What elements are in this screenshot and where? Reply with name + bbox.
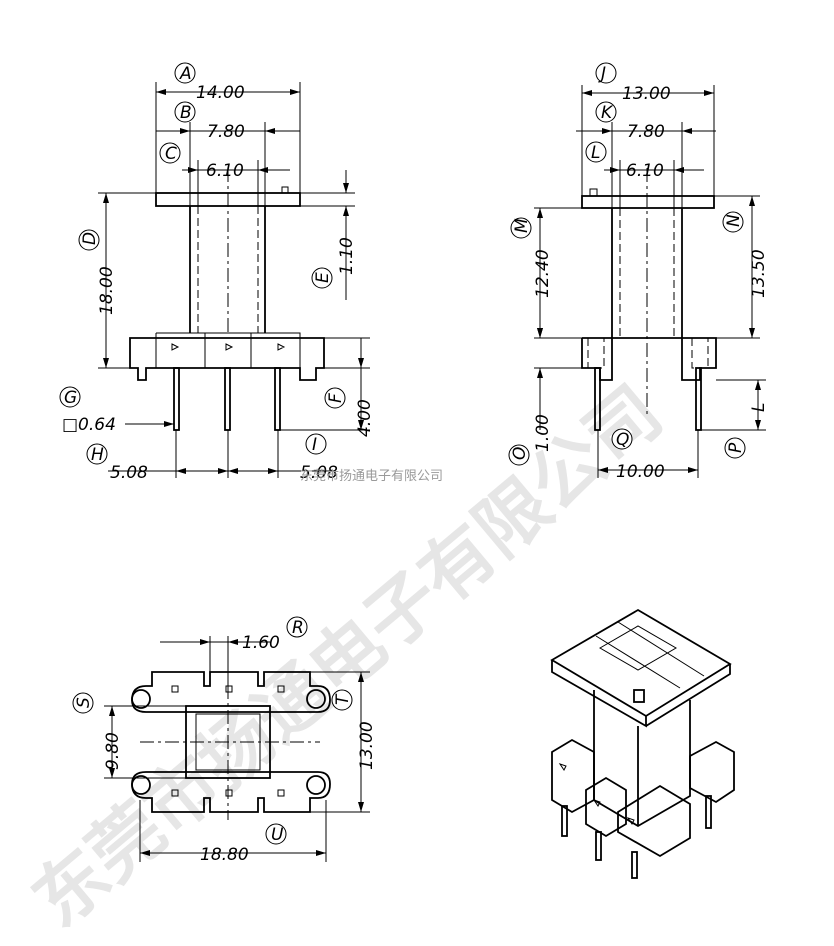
dim-R-value: 1.60 [242,633,280,653]
isometric-view [550,608,735,879]
dim-Q-value: 10.00 [616,462,665,482]
dim-O-value: 1.00 [533,414,553,452]
dim-O-label: O [510,447,530,460]
dim-E-label: E [313,272,333,283]
dim-U-value: 18.80 [200,845,249,865]
dim-B-label: B [180,103,192,123]
dim-M-value: 12.40 [533,249,553,298]
dim-N-value: 13.50 [749,249,769,298]
dim-F-label: F [326,393,346,403]
dim-C-label: C [165,144,177,164]
dim-T-label: T [333,693,353,705]
dim-G-label: G [64,388,77,408]
dim-D-value: 18.00 [97,266,117,315]
dim-S-value: 9.80 [103,732,123,770]
dim-I-label: I [312,435,317,455]
dim-G-value: □0.64 [62,415,116,435]
dim-K-value: 7.80 [627,122,665,142]
dim-P-value: L [749,403,769,412]
watermark-text: 东莞市扬通电子有限公司 [17,370,678,942]
dim-K-label: K [601,103,614,123]
front-view: A 14.00 B 7.80 C 6.10 D 18.00 E 1.1 [59,62,375,483]
dim-Q-label: Q [616,430,629,450]
dim-J-value: 13.00 [622,84,671,104]
top-view: R 1.60 S 9.80 T 13.00 U 18.80 [72,616,377,865]
dim-A-label: A [179,64,192,84]
dim-H-label: H [91,445,104,465]
dim-E-value: 1.10 [337,237,357,275]
dim-L-value: 6.10 [626,161,664,181]
dim-J-label: J [598,64,606,84]
dim-D-label: D [80,232,100,245]
dim-R-label: R [292,618,304,638]
dim-H-value: 5.08 [110,463,148,483]
dim-T-value: 13.00 [357,721,377,770]
watermark-small: 东莞市扬通电子有限公司 [300,468,443,484]
dim-A-value: 14.00 [196,83,245,103]
dim-B-value: 7.80 [207,122,245,142]
dim-F-value: 4.00 [355,399,375,437]
dim-C-value: 6.10 [206,161,244,181]
dim-L-label: L [591,143,600,163]
dim-I-value: 5.08 [300,463,338,483]
dim-S-label: S [74,697,94,708]
dim-U-label: U [271,825,284,845]
dim-M-label: M [512,218,532,233]
dim-P-label: P [726,442,746,453]
side-view: J 13.00 K 7.80 L 6.10 M 12.40 N 13.50 [508,62,769,482]
dim-N-label: N [724,214,744,227]
